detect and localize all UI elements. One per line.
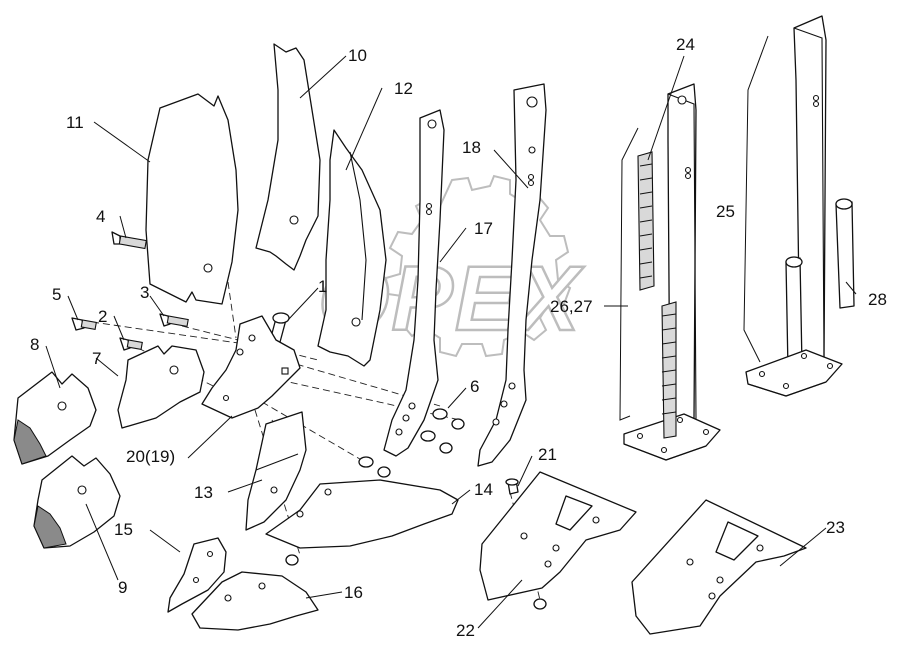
callout-7: 7 <box>92 349 101 368</box>
part-3-bolt <box>159 313 189 328</box>
nuts-and-washers <box>285 408 547 610</box>
part-15-wing <box>167 537 227 613</box>
callout-12: 12 <box>394 79 413 98</box>
part-26-27-subassembly <box>619 83 721 461</box>
callout-20-19: 20(19) <box>126 447 175 466</box>
part-8-carbide-point <box>13 371 97 465</box>
callout-14: 14 <box>474 480 493 499</box>
callout-8: 8 <box>30 335 39 354</box>
part-25-post <box>743 15 843 397</box>
part-2-bolt <box>119 337 143 351</box>
part-11-shield <box>145 93 239 305</box>
callout-10: 10 <box>348 46 367 65</box>
callout-15: 15 <box>114 520 133 539</box>
callout-17: 17 <box>474 219 493 238</box>
callout-leaders <box>45 55 857 629</box>
callout-11: 11 <box>66 113 84 132</box>
part-7-point <box>117 345 205 429</box>
callout-16: 16 <box>344 583 363 602</box>
callout-1: 1 <box>318 277 327 296</box>
part-9-carbide-point <box>33 455 121 549</box>
callout-labels: 11 10 12 4 5 3 2 8 7 1 17 18 6 20(19) 13… <box>30 35 887 640</box>
part-14-share <box>265 479 459 549</box>
callout-3: 3 <box>140 283 149 302</box>
part-20-bracket <box>201 315 301 419</box>
part-21-bolt <box>505 478 519 495</box>
callout-5: 5 <box>52 285 61 304</box>
callout-22: 22 <box>456 621 475 640</box>
callout-4: 4 <box>96 207 105 226</box>
callout-13: 13 <box>194 483 213 502</box>
callout-21: 21 <box>538 445 557 464</box>
part-5-bolt <box>71 317 97 331</box>
callout-25: 25 <box>716 202 735 221</box>
callout-2: 2 <box>98 307 107 326</box>
callout-18: 18 <box>462 138 481 157</box>
part-23-share <box>631 499 807 635</box>
part-10-curved-plate <box>255 43 321 271</box>
callout-6: 6 <box>470 377 479 396</box>
part-17-shank <box>383 109 445 457</box>
callout-23: 23 <box>826 518 845 537</box>
part-18-shank <box>477 83 547 467</box>
part-16-share <box>191 571 319 631</box>
part-28-pin <box>835 198 855 309</box>
part-22-share <box>479 471 637 601</box>
callout-24: 24 <box>676 35 695 54</box>
part-4-bolt <box>111 231 147 250</box>
part-13-point <box>245 411 307 531</box>
callout-26-27: 26,27 <box>550 297 593 316</box>
callout-9: 9 <box>118 578 127 597</box>
part-12-curved-blade <box>317 129 387 367</box>
callout-28: 28 <box>868 290 887 309</box>
